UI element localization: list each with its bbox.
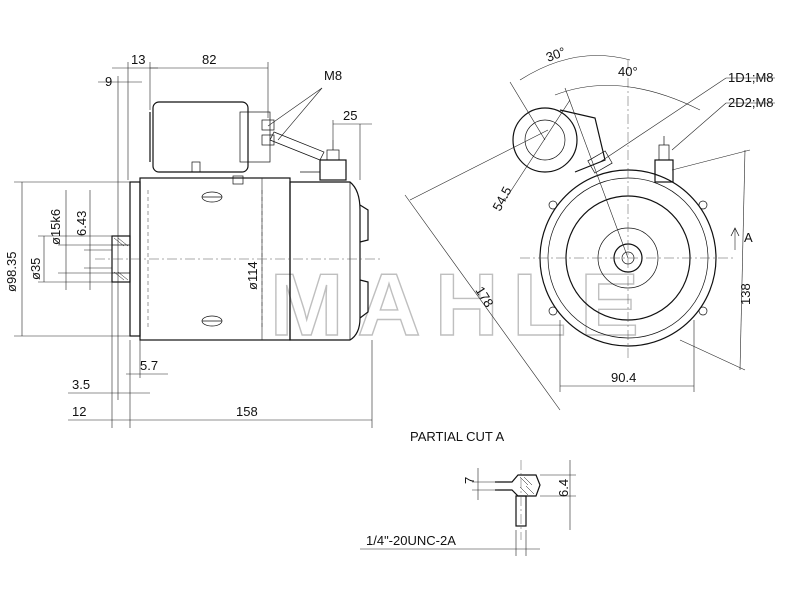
solenoid-end-circle <box>512 107 578 173</box>
dim-7: 7 <box>462 477 477 484</box>
end-terminal <box>654 159 674 183</box>
terminal-stud <box>319 159 347 181</box>
nut <box>232 175 244 185</box>
label-m8: M8 <box>324 68 342 83</box>
solenoid-terminals <box>239 111 271 163</box>
angle-30: 30° <box>544 44 568 65</box>
thread-spec: 1/4"-20UNC-2A <box>366 533 456 548</box>
dim-5-7: 5.7 <box>140 358 158 373</box>
link-bar <box>269 131 325 161</box>
dim-158: 158 <box>236 404 258 419</box>
dim-35: ø35 <box>28 258 43 280</box>
dim-82: 82 <box>202 52 216 67</box>
watermark: MAHLE <box>270 255 653 354</box>
angle-40: 40° <box>618 64 638 79</box>
dim-114: ø114 <box>245 261 260 290</box>
partial-cut-a: PARTIAL CUT A 7 6.4 1/4"-20UNC-2A <box>360 429 576 556</box>
dim-6-4: 6.4 <box>556 479 571 497</box>
terminal-1d1: 1D1;M8 <box>728 70 774 85</box>
cut-profile <box>495 474 541 497</box>
end-view: 30° 40° 1D1;M8 2D2;M8 54.5 178 138 A 90.… <box>404 44 775 411</box>
partial-cut-title: PARTIAL CUT A <box>410 429 504 444</box>
terminal-2d2: 2D2;M8 <box>728 95 774 110</box>
dim-90-4: 90.4 <box>611 370 636 385</box>
solenoid <box>152 101 249 173</box>
shaft-hub <box>111 235 131 283</box>
dim-54-5: 54.5 <box>489 184 514 213</box>
section-a-marker: A <box>744 230 753 245</box>
solenoid-bracket <box>559 109 606 173</box>
dim-138: 138 <box>738 283 753 305</box>
side-view: 13 82 9 M8 25 ø98.35 ø35 ø15k6 6.43 ø114 <box>4 52 380 428</box>
dim-9: 9 <box>105 74 112 89</box>
dim-13: 13 <box>131 52 145 67</box>
dim-12: 12 <box>72 404 86 419</box>
dim-3-5: 3.5 <box>72 377 90 392</box>
dim-98-35: ø98.35 <box>4 252 19 292</box>
dim-15k6: ø15k6 <box>48 209 63 245</box>
dim-6-43: 6.43 <box>74 211 89 236</box>
dim-25: 25 <box>343 108 357 123</box>
